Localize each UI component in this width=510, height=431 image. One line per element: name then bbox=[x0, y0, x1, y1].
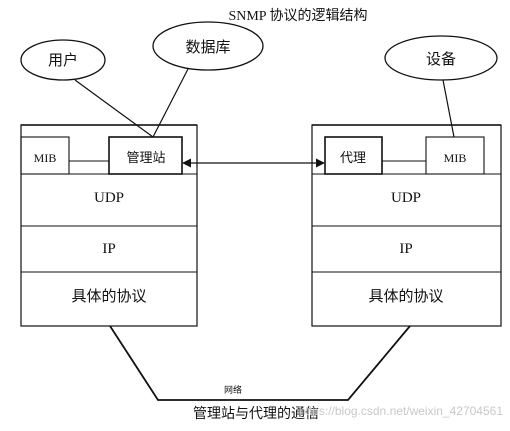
user-connector bbox=[74, 79, 154, 138]
manager-station-label: 管理站 bbox=[126, 151, 165, 166]
manager-udp-layer: UDP bbox=[94, 190, 124, 206]
user-label: 用户 bbox=[48, 51, 78, 69]
diagram-caption: 管理站与代理的通信 bbox=[193, 406, 319, 422]
agent-label: 代理 bbox=[340, 151, 366, 166]
database-connector bbox=[152, 68, 189, 138]
watermark: https://blog.csdn.net/weixin_42704561 bbox=[299, 404, 503, 418]
agent-mib-box bbox=[425, 136, 485, 175]
diagram-title: SNMP 协议的逻辑结构 bbox=[228, 8, 367, 24]
agent-ip-layer: IP bbox=[399, 241, 412, 257]
manager-mib-label: MIB bbox=[34, 151, 57, 165]
device-bubble bbox=[384, 35, 498, 81]
user-bubble bbox=[20, 39, 106, 81]
database-label: 数据库 bbox=[185, 38, 230, 56]
manager-station-box bbox=[108, 136, 183, 175]
device-label: 设备 bbox=[426, 50, 456, 68]
manager-stack: MIB 管理站 UDP IP 具体的协议 bbox=[20, 124, 198, 327]
agent-mib-label: MIB bbox=[444, 151, 467, 165]
agent-protocol-layer: 具体的协议 bbox=[368, 287, 443, 305]
network-line bbox=[109, 325, 411, 401]
agent-stack: 代理 MIB UDP IP 具体的协议 bbox=[311, 124, 502, 327]
manager-ip-layer: IP bbox=[102, 241, 115, 257]
database-bubble bbox=[152, 21, 264, 71]
agent-udp-layer: UDP bbox=[391, 190, 421, 206]
network-label: 网络 bbox=[224, 384, 242, 396]
manager-protocol-layer: 具体的协议 bbox=[71, 287, 146, 305]
device-connector bbox=[442, 79, 455, 138]
manager-mib-box bbox=[20, 136, 70, 175]
agent-box bbox=[324, 136, 383, 175]
